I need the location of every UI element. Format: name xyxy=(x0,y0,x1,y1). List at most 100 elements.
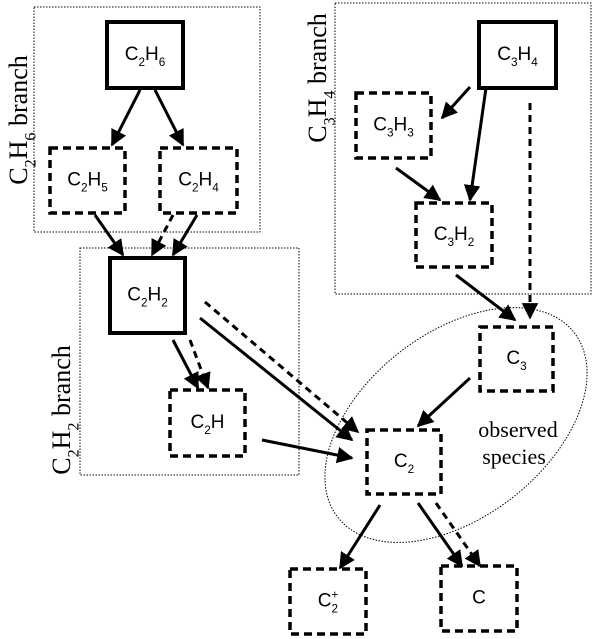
label-part: 2 xyxy=(141,297,148,310)
c3h4-branch-label: C3H4 branch xyxy=(303,13,338,143)
node-label: C xyxy=(472,588,486,609)
c2h2-branch-region xyxy=(79,247,300,476)
label-part: H xyxy=(454,224,468,245)
species-label: species xyxy=(482,444,546,469)
label-part: branch xyxy=(4,55,33,132)
arrow-c2h2-to-c2h-dashed xyxy=(188,339,211,390)
arrow-c3h4-to-c3h2-solid xyxy=(463,87,488,202)
node-label: C2H5 xyxy=(67,170,108,195)
species-node-c3h2[interactable]: C3H2 xyxy=(414,201,494,269)
species-node-c2h[interactable]: C2H xyxy=(168,388,247,458)
arrow-c2-to-c-solid xyxy=(416,502,464,568)
node-box xyxy=(478,325,555,393)
node-box xyxy=(439,564,519,633)
node-label: C2 xyxy=(394,451,414,476)
node-box xyxy=(105,20,185,90)
label-part: 3 xyxy=(520,360,527,373)
label-part: branch xyxy=(47,345,76,422)
label-part: + xyxy=(331,589,338,602)
arrow-c2h6-to-c2h4-solid xyxy=(153,89,185,147)
c2h6-branch-label: C2H6 branch xyxy=(4,55,39,185)
label-part: 3 xyxy=(511,56,518,69)
label-part: C xyxy=(127,285,141,306)
label-part: 2 xyxy=(138,56,145,69)
label-part: 4 xyxy=(531,56,538,69)
node-box xyxy=(414,201,494,269)
label-part: C xyxy=(472,588,486,609)
node-box xyxy=(108,256,187,335)
label-part: H xyxy=(88,170,102,191)
node-box xyxy=(168,388,247,458)
node-label: C2H2 xyxy=(127,285,168,310)
arrow-c3h2-to-c3-solid xyxy=(455,273,517,322)
label-part: 4 xyxy=(212,182,219,195)
label-part: C xyxy=(190,412,204,433)
c2h2-branch-label: C2H2 branch xyxy=(47,345,82,475)
species-node-c3h3[interactable]: C3H3 xyxy=(354,91,433,160)
node-label: C3H4 xyxy=(497,44,538,69)
observed-species-ellipse xyxy=(324,307,588,543)
arrow-c2h5-to-c2h2-solid xyxy=(93,214,125,257)
node-label: C2H xyxy=(190,412,224,437)
label-part: C xyxy=(373,115,387,136)
arrow-c2h2-to-c2-solid xyxy=(199,316,354,442)
label-part: 6 xyxy=(159,56,166,69)
label-part: 2 xyxy=(331,603,338,616)
label-part: H xyxy=(199,170,213,191)
reaction-arrows xyxy=(93,85,539,570)
arrow-c3-to-c2-solid xyxy=(416,376,472,428)
label-part: 2 xyxy=(468,236,475,249)
species-node-c2-plus[interactable]: C+2 xyxy=(288,567,368,636)
node-box xyxy=(365,428,443,496)
arrow-c2-to-c-dashed xyxy=(434,502,482,568)
species-node-c3h4[interactable]: C3H4 xyxy=(477,20,558,90)
label-part: H xyxy=(4,140,33,159)
label-part: 2 xyxy=(65,449,82,457)
label-part: C xyxy=(318,591,332,612)
species-node-c2h5[interactable]: C2H5 xyxy=(48,146,127,215)
label-part: C xyxy=(67,170,81,191)
label-part: H xyxy=(518,44,532,65)
c3h4-branch-region xyxy=(334,2,592,295)
observed-label: observed xyxy=(478,417,557,442)
c2h6-branch-region xyxy=(33,6,261,233)
species-node-c3[interactable]: C3 xyxy=(478,325,555,393)
node-label: C3 xyxy=(506,348,527,373)
arrow-c3h3-to-c3h2-solid xyxy=(395,166,442,202)
label-part: branch xyxy=(303,13,332,90)
node-box xyxy=(158,146,239,215)
arrow-c2h2-to-c2-dashed xyxy=(204,300,360,434)
label-part: H xyxy=(394,115,408,136)
species-node-c2h4[interactable]: C2H4 xyxy=(158,146,239,215)
label-part: 2 xyxy=(204,424,211,437)
label-part: H xyxy=(47,430,76,449)
species-node-c2h6[interactable]: C2H6 xyxy=(105,20,185,90)
label-part: C xyxy=(125,44,139,65)
label-part: H xyxy=(303,98,332,117)
arrow-c2h6-to-c2h5-solid xyxy=(110,89,142,147)
species-node-c2[interactable]: C2 xyxy=(365,428,443,496)
label-part: 2 xyxy=(161,297,168,310)
arrow-c2h2-to-c2h-solid xyxy=(171,339,200,390)
label-part: 3 xyxy=(387,127,394,140)
arrow-c3h4-to-c3h3-solid xyxy=(440,85,472,120)
label-part: 3 xyxy=(447,236,454,249)
node-label: C2H6 xyxy=(125,44,166,69)
node-box xyxy=(477,20,558,90)
label-part: C xyxy=(47,457,76,474)
node-label: C2H4 xyxy=(178,170,219,195)
label-part: C xyxy=(303,125,332,142)
label-part: 2 xyxy=(408,463,415,476)
arrow-c2-to-c2-plus-solid xyxy=(338,504,382,570)
label-part: C xyxy=(4,167,33,184)
node-label: C3H2 xyxy=(434,224,475,249)
label-part: 5 xyxy=(101,182,108,195)
species-node-c2h2[interactable]: C2H2 xyxy=(108,256,187,335)
species-node-c[interactable]: C xyxy=(439,564,519,633)
label-part: H xyxy=(211,412,225,433)
node-label: C+2 xyxy=(318,589,339,616)
label-part: 2 xyxy=(192,182,199,195)
label-part: C xyxy=(506,348,520,369)
